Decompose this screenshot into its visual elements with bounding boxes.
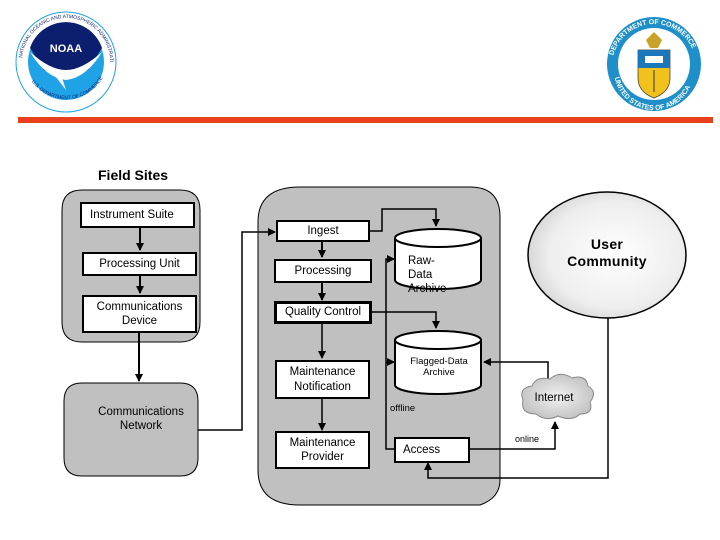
processing-unit-node: Processing Unit (82, 252, 197, 276)
access-node: Access (394, 437, 470, 463)
connector-internet-to-flagged (483, 358, 549, 383)
maintenance-provider-node: Maintenance Provider (275, 431, 370, 469)
noaa-wordmark: NOAA (50, 43, 82, 55)
instrument-suite-node: Instrument Suite (80, 202, 195, 228)
connector-qc-to-flaggedarchive (372, 311, 440, 329)
communications-network-container (63, 382, 199, 477)
processing-node: Processing (274, 259, 372, 283)
commerce-seal: DEPARTMENT OF COMMERCE UNITED STATES OF … (607, 17, 701, 112)
connector-access-to-internet (469, 421, 559, 450)
maintenance-provider-label: Maintenance Provider (289, 436, 356, 463)
connector-usercommunity-to-access (424, 318, 609, 479)
communications-device-node: Communications Device (82, 295, 197, 333)
connector-network-to-ingest (198, 228, 276, 431)
internet-cloud (521, 373, 594, 420)
processing-label: Processing (294, 264, 352, 277)
noaa-logo: NOAA NATIONAL OCEANIC AND ATMOSPHERIC AD… (0, 0, 117, 113)
field-sites-title: Field Sites (98, 167, 169, 183)
connector-ingest-to-rawarchive (370, 208, 440, 232)
ingest-label: Ingest (307, 224, 339, 237)
maintenance-notification-label: Maintenance Notification (289, 366, 356, 393)
processing-unit-label: Processing Unit (99, 257, 180, 270)
instrument-suite-label: Instrument Suite (90, 208, 174, 221)
quality-control-label: Quality Control (284, 306, 362, 319)
maintenance-notification-node: Maintenance Notification (275, 360, 370, 399)
quality-control-node: Quality Control (274, 301, 372, 324)
header-divider (18, 117, 713, 123)
communications-device-label: Communications Device (96, 300, 183, 327)
access-label: Access (403, 443, 441, 456)
connector-access-offline (385, 255, 395, 450)
user-community-node (527, 191, 687, 319)
ingest-node: Ingest (276, 220, 370, 242)
raw-data-archive-cylinder (394, 228, 482, 290)
flagged-data-archive-cylinder (394, 330, 482, 395)
